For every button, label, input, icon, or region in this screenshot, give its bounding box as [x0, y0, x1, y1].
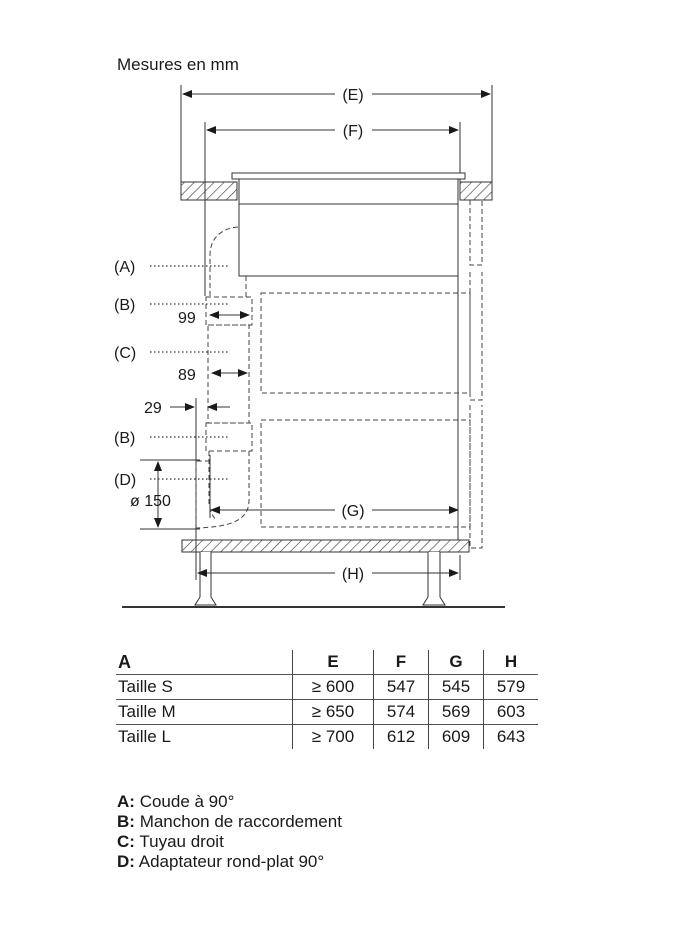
parts-legend: A: Coude à 90° B: Manchon de raccordemen…: [117, 792, 342, 872]
legend-item: A: Coude à 90°: [117, 792, 342, 812]
drawer-lower: [260, 419, 471, 528]
cell-e: ≥ 650: [292, 699, 374, 725]
legend-text: Manchon de raccordement: [139, 812, 342, 831]
cell-h: 643: [483, 724, 538, 749]
elbow-a: [209, 226, 239, 296]
legend-text: Adaptateur rond-plat 90°: [138, 852, 325, 871]
cell-size: Taille M: [118, 702, 176, 721]
table-row: Taille S ≥ 600 547 545 579: [116, 674, 538, 700]
adapter-d: [195, 451, 250, 529]
header-h: H: [483, 650, 538, 675]
part-c-label: (C): [114, 345, 136, 362]
table-row: Taille L ≥ 700 612 609 643: [116, 724, 538, 749]
header-size: A: [118, 652, 131, 672]
sleeve-b-upper: [205, 296, 253, 326]
legend-text: Tuyau droit: [139, 832, 224, 851]
cell-f: 547: [373, 674, 429, 700]
legend-key: C:: [117, 832, 135, 851]
legend-item: B: Manchon de raccordement: [117, 812, 342, 832]
cell-g: 609: [428, 724, 484, 749]
cell-e: ≥ 600: [292, 674, 374, 700]
pipe-c: [207, 324, 250, 424]
countertop-right: [459, 181, 493, 201]
dim-h-label: (H): [342, 566, 364, 583]
measure-29: 29: [144, 400, 162, 417]
cell-size: Taille L: [118, 727, 171, 746]
dim-e-label: (E): [342, 87, 363, 104]
cell-size: Taille S: [118, 677, 173, 696]
countertop-left: [180, 181, 238, 201]
part-d-label: (D): [114, 472, 136, 489]
measure-diameter: ø 150: [130, 493, 171, 510]
header-f: F: [373, 650, 429, 675]
legend-text: Coude à 90°: [139, 792, 235, 811]
table-header-row: A E F G H: [116, 650, 538, 675]
leg-left: [194, 552, 217, 606]
cell-h: 603: [483, 699, 538, 725]
header-g: G: [428, 650, 484, 675]
cell-g: 569: [428, 699, 484, 725]
legend-key: B:: [117, 812, 135, 831]
dim-g-label: (G): [341, 503, 364, 520]
measure-89: 89: [178, 367, 196, 384]
size-table: A E F G H Taille S ≥ 600 547 545 579 Tai…: [116, 650, 538, 749]
sleeve-b-lower: [205, 422, 253, 452]
part-a-label: (A): [114, 259, 135, 276]
diagram-title: Mesures en mm: [117, 55, 239, 74]
dim-f-label: (F): [343, 123, 363, 140]
side-panel: [469, 200, 483, 549]
legend-key: A:: [117, 792, 135, 811]
hob-upper-body: [238, 178, 459, 205]
cell-f: 612: [373, 724, 429, 749]
part-b-lower-label: (B): [114, 430, 135, 447]
legend-key: D:: [117, 852, 135, 871]
hob-glass: [231, 172, 466, 180]
leg-right: [422, 552, 446, 606]
cell-e: ≥ 700: [292, 724, 374, 749]
cell-f: 574: [373, 699, 429, 725]
cell-g: 545: [428, 674, 484, 700]
drawer-upper: [260, 292, 471, 394]
installation-diagram: (E) (F) (G) (H) (A) (B) (C) (B) (D) 99 8…: [114, 85, 505, 608]
legend-item: C: Tuyau droit: [117, 832, 342, 852]
header-e: E: [292, 650, 374, 675]
part-b-upper-label: (B): [114, 297, 135, 314]
base-plinth: [181, 539, 470, 553]
legend-item: D: Adaptateur rond-plat 90°: [117, 852, 342, 872]
cell-h: 579: [483, 674, 538, 700]
table-row: Taille M ≥ 650 574 569 603: [116, 699, 538, 725]
hob-lower-body: [238, 203, 459, 277]
measure-99: 99: [178, 310, 196, 327]
